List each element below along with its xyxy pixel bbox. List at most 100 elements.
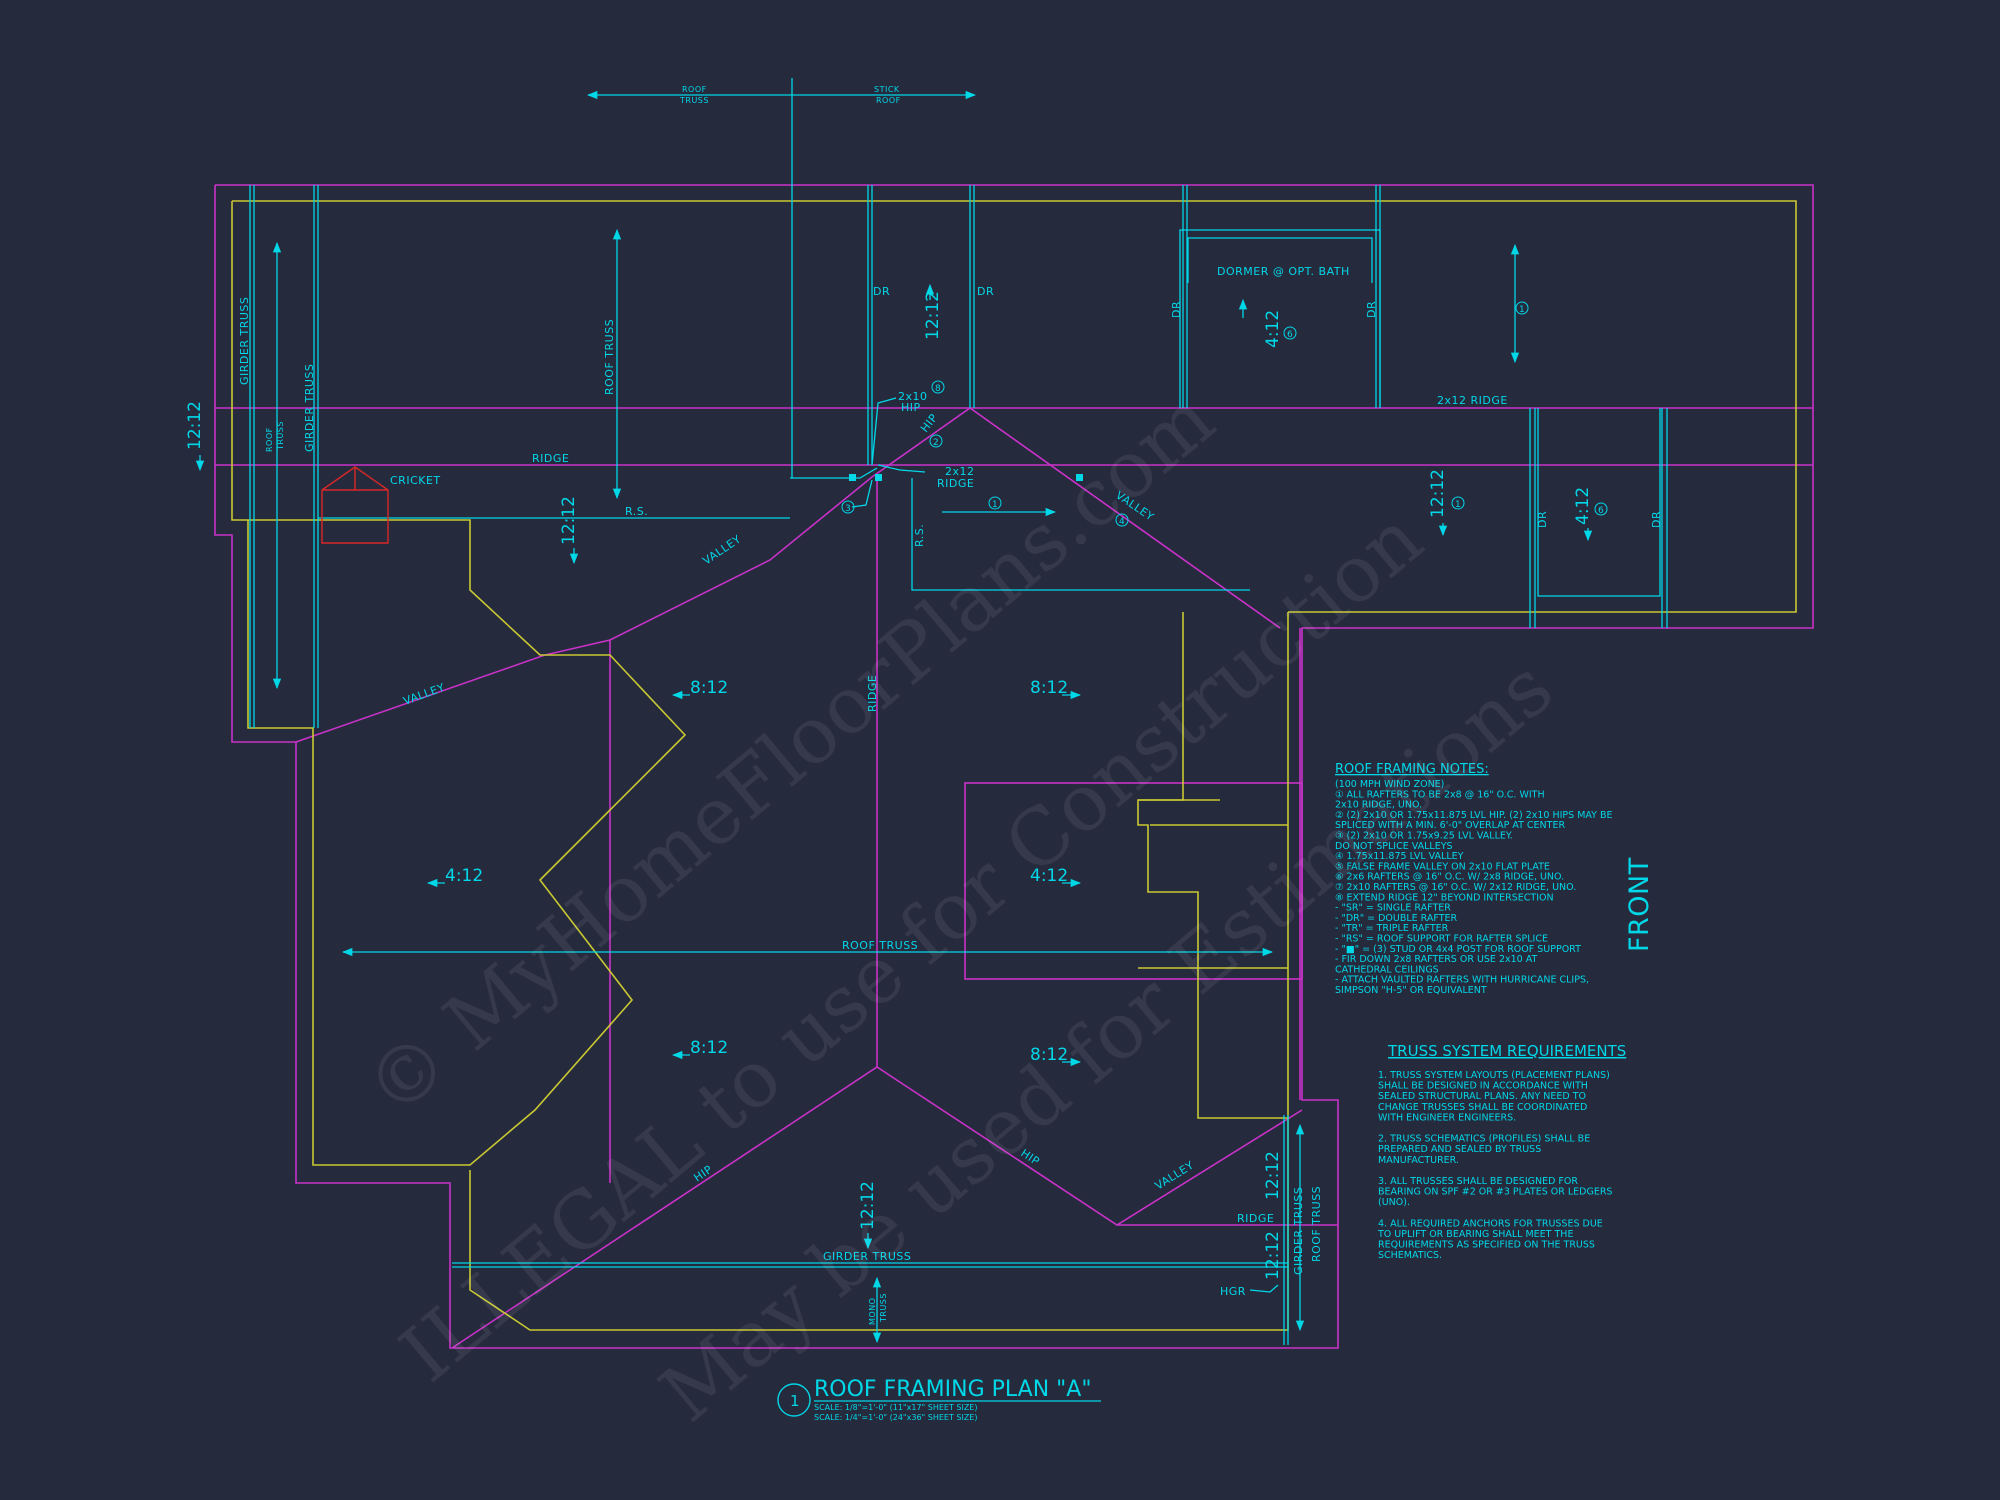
marker-1-right: 1	[1515, 301, 1529, 315]
notes-line: ⑧ EXTEND RIDGE 12" BEYOND INTERSECTION	[1335, 892, 1554, 903]
ridge-vertical-label: RIDGE	[866, 675, 879, 712]
svg-text:6: 6	[1598, 506, 1604, 516]
pitch-12-br1: 12:12	[1263, 1151, 1283, 1200]
marker-1-bay: 1	[1451, 496, 1465, 510]
girder-truss-left2-label: GIRDER TRUSS	[303, 364, 316, 452]
ridge-small-l1: 2x12	[945, 465, 975, 478]
mono-truss-l1: MONO	[868, 1298, 877, 1325]
ridge-bottom-label: RIDGE	[1237, 1212, 1274, 1225]
notes-line: - "TR" = TRIPLE RAFTER	[1335, 923, 1449, 934]
notes-line: - "SR" = SINGLE RAFTER	[1335, 903, 1451, 914]
scale-line-2: SCALE: 1/4"=1'-0" (24"x36" SHEET SIZE)	[814, 1413, 977, 1422]
valley-left2-label: VALLEY	[402, 681, 447, 708]
svg-text:1: 1	[1455, 500, 1461, 510]
hip-2x10-l1: 2x10	[898, 390, 928, 403]
requirements-line: PREPARED AND SEALED BY TRUSS	[1378, 1144, 1541, 1155]
title-number-circle	[777, 1383, 811, 1417]
dormer-label: DORMER @ OPT. BATH	[1217, 265, 1350, 278]
pitch-12-bottom: 12:12	[858, 1181, 878, 1230]
pitch-4-mid: 4:12	[1030, 866, 1068, 886]
marker-3: 3	[841, 500, 855, 514]
pitch-8-ur: 8:12	[1030, 678, 1068, 698]
notes-line: ② (2) 2x10 OR 1.75x11.875 LVL HIP. (2) 2…	[1335, 810, 1613, 821]
svg-text:2: 2	[933, 438, 939, 448]
framing-lines-cyan	[249, 78, 1668, 1345]
requirements-line: MANUFACTURER.	[1378, 1155, 1459, 1166]
roof-truss-left-l1: ROOF	[265, 427, 274, 452]
requirements-line: BEARING ON SPF #2 OR #3 PLATES OR LEDGER…	[1378, 1187, 1612, 1198]
svg-text:1: 1	[992, 500, 998, 510]
pitch-4-left: 4:12	[445, 866, 483, 886]
title-number: 1	[790, 1392, 800, 1410]
plan-labels: ROOF TRUSS STICK ROOF GIRDER TRUSS GIRDE…	[238, 85, 1663, 1325]
requirements-line: WITH ENGINEER ENGINEERS.	[1378, 1112, 1516, 1123]
roof-truss-left-l2: TRUSS	[276, 421, 285, 451]
rs-vertical-label: R.S.	[913, 524, 926, 547]
notes-line: ④ 1.75x11.875 LVL VALLEY	[1335, 851, 1464, 862]
dr-label-3: DR	[1170, 301, 1183, 318]
notes-line: DO NOT SPLICE VALLEYS	[1335, 841, 1453, 852]
notes-line: ⑦ 2x10 RAFTERS @ 16" O.C. W/ 2x12 RIDGE,…	[1335, 882, 1576, 893]
hgr-label: HGR	[1220, 1285, 1246, 1298]
requirements-lines: 1. TRUSS SYSTEM LAYOUTS (PLACEMENT PLANS…	[1377, 1070, 1612, 1261]
dr-label-1: DR	[873, 285, 890, 298]
pitch-12-rs: 12:12	[559, 496, 579, 545]
marker-1-center: 1	[988, 496, 1002, 510]
pitch-8-ll: 8:12	[690, 1038, 728, 1058]
stick-roof-label-l1: STICK	[874, 85, 900, 94]
marker-4: 4	[1115, 513, 1129, 527]
drawing-title: ROOF FRAMING PLAN "A"	[814, 1377, 1091, 1402]
dr-label-6: DR	[1650, 511, 1663, 528]
requirements-line: 3. ALL TRUSSES SHALL BE DESIGNED FOR	[1378, 1176, 1578, 1187]
dr-label-5: DR	[1536, 511, 1549, 528]
pitch-12-left: 12:12	[185, 401, 205, 450]
title-block: 1 ROOF FRAMING PLAN "A" SCALE: 1/8"=1'-0…	[777, 1377, 1101, 1422]
front-label: FRONT	[1624, 857, 1655, 952]
notes-line: ③ (2) 2x10 OR 1.75x9.25 LVL VALLEY.	[1335, 831, 1513, 842]
ridge-2x12-label: 2x12 RIDGE	[1437, 394, 1508, 407]
stick-roof-label-l2: ROOF	[876, 96, 901, 105]
girder-truss-right-label: GIRDER TRUSS	[1292, 1187, 1305, 1275]
requirements-line: REQUIREMENTS AS SPECIFIED ON THE TRUSS	[1378, 1240, 1595, 1251]
notes-line: ⑥ 2x6 RAFTERS @ 16" O.C. W/ 2x8 RIDGE, U…	[1335, 872, 1564, 883]
pitch-8-lr: 8:12	[1030, 1045, 1068, 1065]
pitch-12-br2: 12:12	[1263, 1231, 1283, 1280]
notes-lines: (100 MPH WIND ZONE)① ALL RAFTERS TO BE 2…	[1335, 779, 1613, 996]
pitch-4-dormer: 4:12	[1263, 310, 1283, 348]
requirements-line: (UNO).	[1378, 1197, 1410, 1208]
rs-main-label: R.S.	[625, 505, 648, 518]
requirements-line: TO UPLIFT OR BEARING SHALL MEET THE	[1377, 1229, 1573, 1240]
mono-truss-l2: TRUSS	[879, 1293, 888, 1323]
valley-bottom-label: VALLEY	[1153, 1159, 1197, 1193]
pitch-12-upper: 12:12	[923, 291, 943, 340]
roof-truss-horizontal-label: ROOF TRUSS	[842, 939, 918, 952]
svg-text:3: 3	[845, 504, 851, 514]
notes-line: SPLICED WITH A MIN. 6'-0" OVERLAP AT CEN…	[1335, 820, 1565, 831]
girder-truss-left-label: GIRDER TRUSS	[238, 297, 251, 385]
pitch-labels: 12:12 12:12 12:12 4:12 12:12 4:12 8:12 8…	[185, 291, 1593, 1280]
requirements-line: 1. TRUSS SYSTEM LAYOUTS (PLACEMENT PLANS…	[1378, 1070, 1610, 1081]
marker-6-bay: 6	[1594, 502, 1608, 516]
notes-line: 2x10 RIDGE, UNO.	[1335, 800, 1422, 811]
notes-line: ① ALL RAFTERS TO BE 2x8 @ 16" O.C. WITH	[1335, 789, 1545, 800]
roof-framing-notes: ROOF FRAMING NOTES: (100 MPH WIND ZONE)①…	[1335, 762, 1613, 996]
marker-8: 8	[931, 380, 945, 394]
notes-line: - "RS" = ROOF SUPPORT FOR RAFTER SPLICE	[1335, 934, 1548, 945]
notes-line: ⑤ FALSE FRAME VALLEY ON 2x10 FLAT PLATE	[1335, 861, 1550, 872]
svg-text:4: 4	[1119, 517, 1125, 527]
notes-line: - "DR" = DOUBLE RAFTER	[1335, 913, 1457, 924]
ridge-small-l2: RIDGE	[937, 477, 974, 490]
post-markers	[849, 474, 1083, 481]
notes-line: SIMPSON "H-5" OR EQUIVALENT	[1335, 985, 1487, 996]
roof-truss-right-label: ROOF TRUSS	[1310, 1186, 1323, 1262]
requirements-line: SHALL BE DESIGNED IN ACCORDANCE WITH	[1378, 1081, 1588, 1092]
valley-left-label: VALLEY	[700, 533, 743, 568]
notes-line: - "■" = (3) STUD OR 4x4 POST FOR ROOF SU…	[1335, 944, 1581, 955]
girder-truss-bottom-label: GIRDER TRUSS	[823, 1250, 911, 1263]
wall-lines-yellow	[231, 200, 1797, 1331]
ridge-main-label: RIDGE	[532, 452, 569, 465]
requirements-line: SCHEMATICS.	[1378, 1250, 1442, 1261]
dr-label-4: DR	[1365, 301, 1378, 318]
marker-6-dormer: 6	[1283, 326, 1297, 340]
